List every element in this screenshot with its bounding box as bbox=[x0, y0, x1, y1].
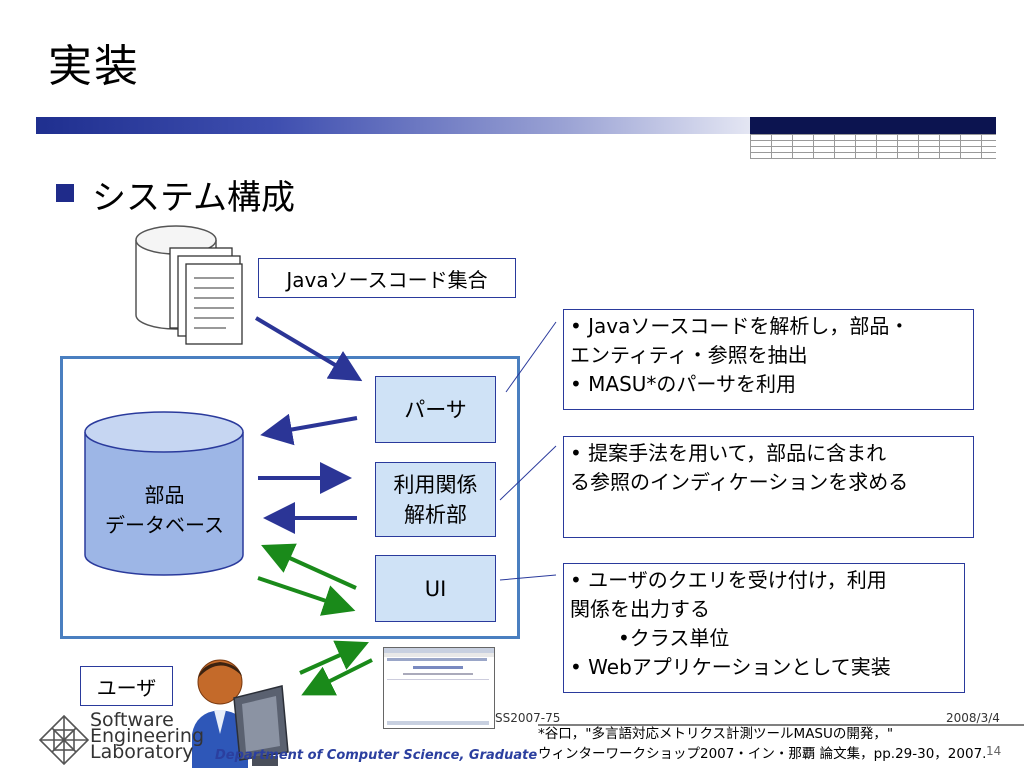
lab-logo-text: Software Engineering Laboratory bbox=[90, 709, 204, 763]
logo-line: Laboratory bbox=[90, 741, 194, 763]
connector-ui-note bbox=[499, 574, 557, 581]
page-number: 14 bbox=[986, 744, 1002, 758]
page-title: 実装 bbox=[48, 41, 140, 92]
database-label-line: データベース bbox=[105, 513, 224, 537]
reference-box: *谷口，"多言語対応メトリクス計測ツールMASUの開発，" ウィンターワークショ… bbox=[538, 724, 1024, 768]
connector-parser-note bbox=[505, 321, 557, 393]
note-line: る参照のインディケーションを求める bbox=[570, 470, 909, 494]
decorative-grid bbox=[750, 134, 996, 159]
reference-line: *谷口，"多言語対応メトリクス計測ツールMASUの開発，" bbox=[538, 726, 894, 742]
ui-box: UI bbox=[375, 555, 496, 622]
arrow-source-to-parser bbox=[254, 316, 363, 382]
arrow-user-to-ui bbox=[299, 640, 369, 675]
database-label-line: 部品 bbox=[144, 483, 185, 507]
conference-id: SS2007-75 bbox=[495, 711, 561, 725]
system-boundary bbox=[60, 356, 520, 639]
title-bar-dark-block bbox=[750, 117, 996, 134]
department-footer: Department of Computer Science, Graduate… bbox=[215, 748, 591, 763]
note-line: 関係を出力する bbox=[570, 597, 710, 621]
note-line: • MASU*のパーサを利用 bbox=[570, 372, 797, 396]
connector-relation-note bbox=[499, 445, 557, 501]
user-label: ユーザ bbox=[80, 666, 173, 706]
parser-label: パーサ bbox=[404, 397, 467, 422]
user-icon bbox=[192, 659, 289, 768]
parser-note: • Javaソースコードを解析し，部品・ エンティティ・参照を抽出 • MASU… bbox=[563, 309, 974, 410]
relation-label-line: 解析部 bbox=[404, 502, 467, 527]
logo-line: Software bbox=[90, 709, 174, 731]
note-line: エンティティ・参照を抽出 bbox=[570, 343, 808, 367]
note-line: • ユーザのクエリを受け付け，利用 bbox=[570, 568, 887, 592]
note-line: • Javaソースコードを解析し，部品・ bbox=[570, 314, 910, 338]
bullet-square-icon bbox=[56, 184, 74, 202]
note-line: • 提案手法を用いて，部品に含まれ bbox=[570, 441, 887, 465]
parser-box: パーサ bbox=[375, 376, 496, 443]
arrow-parser-to-db bbox=[260, 413, 358, 446]
database-label: 部品 データベース bbox=[82, 480, 247, 540]
lab-logo-icon bbox=[38, 714, 90, 766]
arrow-ui-to-user bbox=[301, 658, 373, 696]
source-code-label: Javaソースコード集合 bbox=[258, 258, 516, 298]
arrow-db-to-ui bbox=[257, 576, 356, 616]
reference-rule bbox=[538, 724, 1024, 726]
date-label: 2008/3/4 bbox=[946, 711, 1000, 725]
logo-line: Engineering bbox=[90, 725, 204, 747]
note-line: • Webアプリケーションとして実装 bbox=[570, 655, 891, 679]
relation-label-line: 利用関係 bbox=[393, 472, 478, 497]
relation-note: • 提案手法を用いて，部品に含まれ る参照のインディケーションを求める bbox=[563, 436, 974, 538]
ui-note: • ユーザのクエリを受け付け，利用 関係を出力する •クラス単位 • Webアプ… bbox=[563, 563, 965, 693]
ui-label: UI bbox=[424, 576, 447, 601]
arrow-ui-to-db bbox=[261, 543, 357, 590]
reference-line: ウィンターワークショップ2007・イン・那覇 論文集，pp.29-30，2007… bbox=[538, 746, 987, 762]
web-ui-screenshot-thumbnail bbox=[383, 647, 495, 729]
section-heading: システム構成 bbox=[92, 178, 295, 218]
relation-analyzer-box: 利用関係 解析部 bbox=[375, 462, 496, 537]
note-line: •クラス単位 bbox=[618, 626, 730, 650]
source-files-icon bbox=[135, 225, 243, 345]
database-icon bbox=[84, 411, 244, 576]
